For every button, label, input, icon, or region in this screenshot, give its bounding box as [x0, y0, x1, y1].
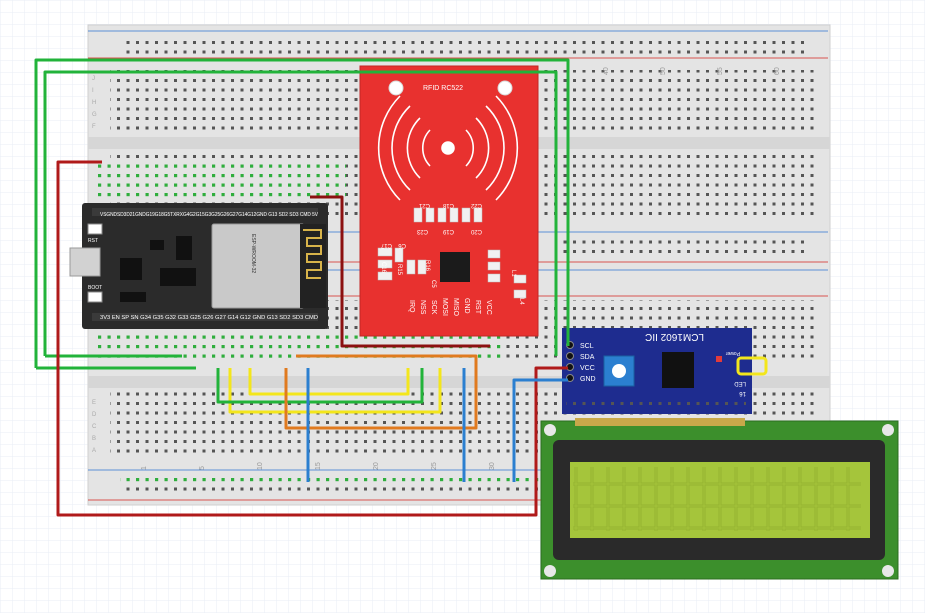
col-num-5: 5	[199, 466, 206, 470]
svg-text:MOSI: MOSI	[441, 298, 448, 316]
col-num-20: 20	[373, 462, 380, 470]
col-num-55: 55	[717, 67, 724, 75]
power-led	[716, 356, 722, 362]
rfid-chip	[440, 252, 470, 282]
rfid-label-c16: C16	[380, 262, 386, 274]
svg-text:SCK: SCK	[430, 300, 437, 315]
power-label: Power	[725, 350, 740, 356]
boot-label: BOOT	[88, 285, 102, 291]
rfid-label-l4: L4	[518, 298, 524, 305]
i2c-backpack: LCM1602 IIC Power LED 16 SCL SDA VCC GND	[562, 328, 768, 414]
rfid-label-c23: C23	[416, 228, 428, 234]
svg-text:RST: RST	[474, 300, 481, 315]
rfid-label-c18: C18	[442, 202, 454, 208]
svg-text:VCC: VCC	[580, 365, 595, 372]
wire-green-scl	[34, 58, 570, 368]
rfid-label-c21: C21	[418, 202, 430, 208]
rfid-label-c22: C22	[470, 202, 482, 208]
wire-yellow-1	[228, 368, 442, 414]
row-letter-i: I	[92, 88, 94, 94]
rst-label: RST	[88, 238, 98, 244]
col-num-25: 25	[431, 462, 438, 470]
rfid-label-c5: C5	[430, 280, 436, 288]
row-letter-f: F	[92, 124, 96, 130]
antenna-waves-icon	[377, 95, 519, 201]
wire-orange-1	[284, 354, 478, 430]
row-letter-b: B	[92, 436, 96, 442]
rfid-label-c19: C19	[442, 228, 454, 234]
rfid-label-c17: C17	[380, 242, 392, 248]
esp32-board: VSGNDSD3D21GNDG19G18G5TXRXG4G2G15G3G25G2…	[69, 203, 328, 329]
row-letter-g: G	[92, 112, 97, 118]
wire-blue-gnd	[512, 378, 568, 482]
rfid-mount-hole	[497, 80, 513, 96]
row-letter-e: E	[92, 400, 96, 406]
svg-text:SCL: SCL	[580, 343, 594, 350]
svg-text:NSS: NSS	[419, 300, 426, 315]
svg-text:VCC: VCC	[485, 300, 492, 315]
wire-red-vcc	[56, 160, 568, 517]
row-letter-d: D	[92, 412, 97, 418]
i2c-pin-number: 16	[739, 390, 746, 396]
rst-button[interactable]	[87, 223, 103, 235]
svg-text:MISO: MISO	[452, 298, 459, 316]
wire-green-sda	[43, 70, 558, 356]
rfid-label-c20: C20	[470, 228, 482, 234]
svg-text:SDA: SDA	[580, 354, 595, 361]
rfid-label-c6: C6	[398, 242, 406, 248]
i2c-chip	[662, 352, 694, 388]
wire-yellow-2	[248, 368, 410, 396]
col-num-60: 60	[774, 67, 781, 75]
row-letter-c: C	[92, 424, 97, 430]
row-letter-a: A	[92, 448, 96, 454]
esp32-bottom-pins: 3V3 EN SP SN G34 G35 G32 G33 G25 G26 G27…	[100, 315, 318, 321]
rfid-label-l1: L1	[510, 270, 516, 277]
row-letter-h: H	[92, 100, 96, 106]
row-letter-j: J	[92, 76, 95, 82]
svg-text:GND: GND	[580, 376, 596, 383]
rfid-mount-hole	[388, 80, 404, 96]
col-num-50: 50	[660, 67, 667, 75]
i2c-title: LCM1602 IIC	[645, 331, 704, 342]
boot-button[interactable]	[87, 291, 103, 303]
rfid-label-r15: R15	[396, 264, 402, 276]
svg-text:GND: GND	[463, 298, 470, 314]
wire-darkred-3v3	[310, 195, 490, 348]
rfid-title: RFID RC522	[423, 85, 463, 92]
rfid-module: RFID RC522 C21 C18 C22 C19 C20 C23 C6 C1…	[359, 65, 539, 337]
col-num-10: 10	[257, 462, 264, 470]
esp32-module-text: ESP-WROOM-32	[250, 234, 256, 273]
i2c-pin-labels: SCL SDA VCC GND	[580, 343, 596, 383]
col-num-15: 15	[315, 462, 322, 470]
led-label: LED	[734, 380, 746, 386]
led-jumper[interactable]	[736, 356, 768, 376]
wire-green-loop	[216, 368, 424, 404]
col-num-30: 30	[489, 462, 496, 470]
col-num-1: 1	[141, 466, 148, 470]
svg-text:IRQ: IRQ	[408, 300, 415, 313]
usb-port	[69, 247, 101, 277]
rfid-label-r16: R16	[424, 260, 430, 272]
rfid-pin-labels: IRQ NSS SCK MOSI MISO GND RST VCC	[408, 298, 492, 316]
esp32-module	[211, 223, 305, 309]
lcd-1602	[540, 418, 899, 580]
col-num-40: 40	[603, 67, 610, 75]
esp32-top-pins: VSGNDSD3D21GNDG19G18G5TXRXG4G2G15G3G25G2…	[100, 212, 319, 218]
wires	[34, 58, 570, 517]
